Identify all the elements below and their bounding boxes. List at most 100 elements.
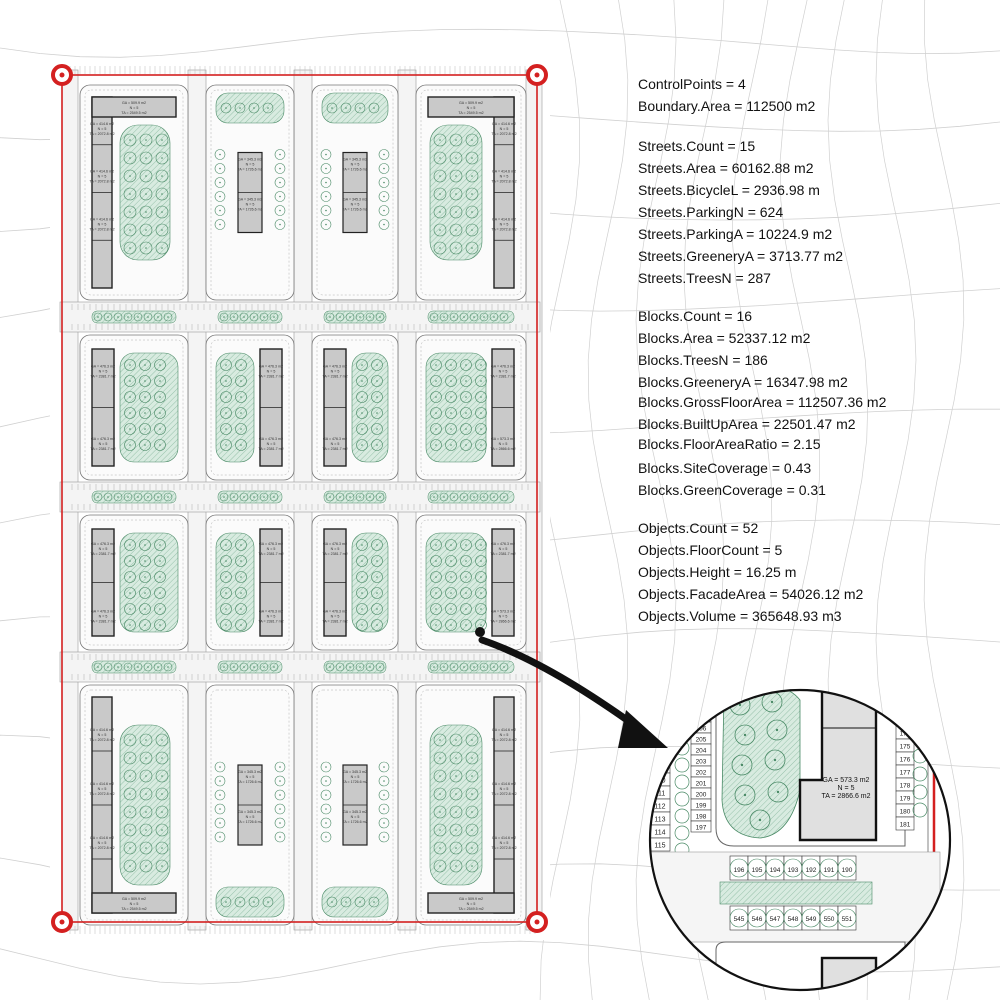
tree-trunk [161,865,163,867]
tree [139,587,151,599]
tree [123,169,137,183]
tree-trunk [339,496,341,498]
tree [356,391,368,403]
tree [235,555,247,567]
tree [449,859,463,873]
tree-trunk [129,811,131,813]
tree [449,805,463,819]
tree [459,492,469,502]
building-label: TA = 1726.6 m2 [342,780,367,784]
tree [154,375,166,387]
tree-trunk [471,811,473,813]
parking-number: 198 [696,814,707,821]
tree [249,312,259,322]
building-label: TA = 1726.6 m2 [342,168,367,172]
parking-stall [895,816,915,831]
tree [139,439,151,451]
tree-trunk [480,428,482,430]
tree [155,205,169,219]
tree-trunk [225,412,227,414]
tree-trunk [129,624,131,626]
tree [449,823,463,837]
tree-trunk [435,592,437,594]
tree-trunk [465,560,467,562]
tree-trunk [465,380,467,382]
building-label: TA = 2072.8 m2 [491,846,516,850]
tree-trunk [159,396,161,398]
tree-trunk [455,829,457,831]
tree [356,619,368,631]
block-inner-path [420,519,522,646]
building-label: N = 5 [267,442,276,446]
tree [837,908,857,928]
greenery-patch [215,352,255,463]
tree-trunk [129,157,131,159]
tree [262,896,274,908]
building-label: N = 5 [840,676,857,683]
tree [449,187,463,201]
control-point-center [534,72,540,78]
tree [124,619,136,631]
tree [249,492,259,502]
tree [154,439,166,451]
block-inner-path [420,339,522,476]
tree-trunk [157,666,159,668]
building-label: TA = 2072.8 m2 [89,132,114,136]
parking-number: 175 [900,744,911,751]
tree-trunk [129,775,131,777]
tree [499,312,509,322]
parking-stall [690,820,712,833]
tree [429,312,439,322]
tree [674,774,690,790]
tree-trunk [480,544,482,546]
tree-trunk [443,666,445,668]
tree [124,571,136,583]
tree [139,823,153,837]
tree-trunk [161,793,163,795]
tree [445,359,457,371]
building-label: N = 5 [351,775,360,779]
parking-number: 208 [696,704,707,711]
tree [220,896,232,908]
building-label: TA = 2381.7 m2 [322,619,347,623]
tree [153,662,163,672]
parking-number: 204 [696,748,707,755]
tree [460,619,472,631]
greenery-patch [119,352,179,463]
tree [235,359,247,371]
building-label: TA = 2381.7 m2 [490,552,515,556]
tree [93,492,103,502]
tree [155,223,169,237]
building-label: N = 5 [500,175,509,179]
tree-trunk [225,364,227,366]
tree [445,407,457,419]
stat-line: Blocks.Area = 52337.12 m2 [638,330,811,346]
tree [154,555,166,567]
stat-line: Objects.FacadeArea = 54026.12 m2 [638,586,864,602]
tree [475,407,487,419]
tree [460,587,472,599]
tree [214,775,226,787]
tree-trunk [129,396,131,398]
building-label: N = 5 [500,222,509,226]
tree [124,539,136,551]
tree [433,841,447,855]
tree [354,102,366,114]
tree-trunk [473,316,475,318]
tree [154,587,166,599]
building-label: N = 5 [351,815,360,819]
building-label: GA = 476.3 m2 [323,542,347,546]
tree-trunk [435,560,437,562]
tree-trunk [435,380,437,382]
parking-stall [650,837,671,852]
parking-number: 201 [696,781,707,788]
tree-trunk [361,560,363,562]
tree [155,151,169,165]
tree-trunk [439,175,441,177]
tree-trunk [465,608,467,610]
tree-trunk [129,247,131,249]
tree-trunk [233,666,235,668]
tree [139,359,151,371]
tree-trunk [325,780,327,782]
